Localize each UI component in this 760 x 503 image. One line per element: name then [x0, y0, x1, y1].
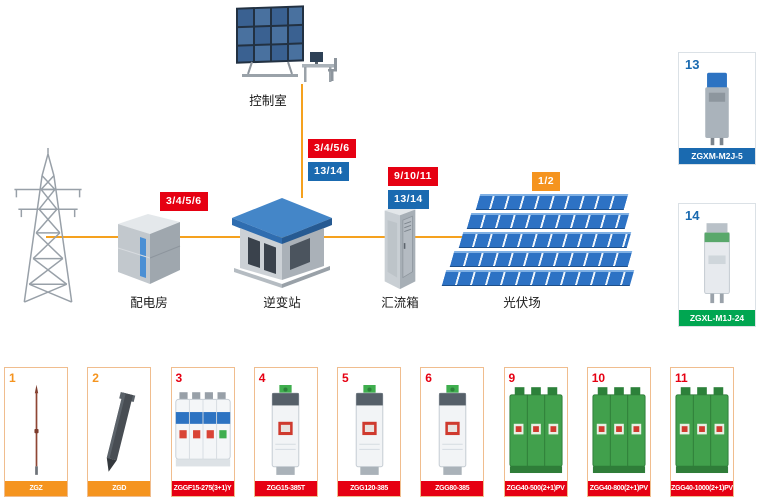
- protection-badge: 3/4/5/6: [160, 192, 208, 211]
- product-model-label: ZGGF15-275(3+1)Y: [171, 481, 234, 496]
- protection-badge: 9/10/11: [388, 167, 438, 186]
- combiner-box-illustration: [384, 204, 416, 290]
- protection-badge: 1/2: [532, 172, 561, 191]
- protection-badge: 3/4/5/6: [308, 139, 356, 158]
- control-room-connector-line: [301, 84, 303, 198]
- product-number: 5: [342, 371, 349, 385]
- video-wall-stand: [242, 61, 298, 77]
- product-model-label: ZGG15-385T: [254, 481, 317, 496]
- product-number: 3: [175, 371, 183, 385]
- product-model-label: ZGG80-385: [421, 481, 484, 496]
- pv-panel-row: [449, 251, 633, 267]
- ground-electrode-image: [88, 382, 150, 481]
- inverter-station-illustration: [232, 198, 332, 288]
- product-number: 13: [685, 57, 700, 72]
- pv-spd-image: [505, 382, 567, 481]
- product-card-11: 11 ZGG40-1000(2+1)PV: [670, 367, 734, 497]
- product-number: 10: [591, 371, 606, 385]
- product-model-label: ZGXL-M1J-24: [679, 310, 755, 326]
- product-model-label: ZGD: [88, 481, 151, 496]
- product-model-label: ZGZ: [5, 481, 67, 496]
- product-card-6: 6 ZGG80-385: [420, 367, 485, 497]
- operator-desk: [302, 52, 337, 82]
- product-card-1: 1 ZGZ: [4, 367, 68, 497]
- combiner-box-label: 汇流箱: [381, 296, 419, 310]
- pv-panel-row: [458, 232, 632, 248]
- product-card-3: 3 ZGGF15-275(3+1)Y: [170, 367, 235, 497]
- product-number: 4: [258, 371, 266, 385]
- pv-spd-image: [671, 382, 733, 481]
- protection-badge: 13/14: [308, 162, 349, 181]
- pv-panel-row: [475, 194, 629, 210]
- product-model-label: ZGXM-M2J-5: [679, 148, 755, 164]
- product-card-9: 9 ZGG40-500(2+1)PV: [503, 367, 568, 497]
- lightning-rod-image: [5, 382, 67, 481]
- pv-panel-row: [466, 213, 630, 229]
- product-card-5: 5 ZGG120-385: [337, 367, 401, 497]
- distribution-room-illustration: [117, 214, 181, 284]
- protection-badge: 13/14: [388, 190, 429, 209]
- spd-module-image: [255, 382, 317, 481]
- product-number: 1: [9, 371, 16, 385]
- distribution-room-label: 配电房: [130, 296, 168, 310]
- control-room-illustration: [236, 5, 337, 82]
- product-number: 2: [92, 371, 99, 385]
- product-card-2: 2 ZGD: [87, 367, 152, 497]
- product-card-14: 14 ZGXL-M1J-24: [678, 203, 756, 327]
- product-card-10: 10 ZGG40-800(2+1)PV: [586, 367, 651, 497]
- product-model-label: ZGG40-800(2+1)PV: [587, 481, 650, 496]
- product-number: 6: [425, 371, 432, 385]
- product-model-label: ZGG40-1000(2+1)PV: [671, 481, 733, 496]
- signal-spd-image: [679, 71, 755, 146]
- pv-field-illustration: [441, 194, 635, 290]
- spd-module-image: [338, 382, 400, 481]
- product-number: 9: [508, 371, 516, 385]
- signal-spd-image: [679, 222, 755, 308]
- product-number: 11: [675, 371, 688, 385]
- product-number: 14: [685, 208, 700, 223]
- product-card-4: 4 ZGG15-385T: [253, 367, 318, 497]
- product-model-label: ZGG120-385: [338, 481, 400, 496]
- spd-module-image: [421, 382, 483, 481]
- product-card-13: 13 ZGXM-M2J-5: [678, 52, 756, 165]
- video-wall: [236, 5, 304, 64]
- pv-panel-row: [441, 270, 635, 286]
- inverter-station-label: 逆变站: [263, 296, 301, 310]
- pv-field-label: 光伏场: [503, 296, 541, 310]
- control-room-label: 控制室: [249, 94, 287, 108]
- transmission-tower-illustration: [14, 147, 82, 303]
- product-row: 1 ZGZ 2 ZGD 3 ZGGF15-275(3+1)Y 4: [0, 367, 760, 499]
- spd-4pole-image: [172, 382, 234, 481]
- product-model-label: ZGG40-500(2+1)PV: [504, 481, 567, 496]
- pv-spd-image: [588, 382, 650, 481]
